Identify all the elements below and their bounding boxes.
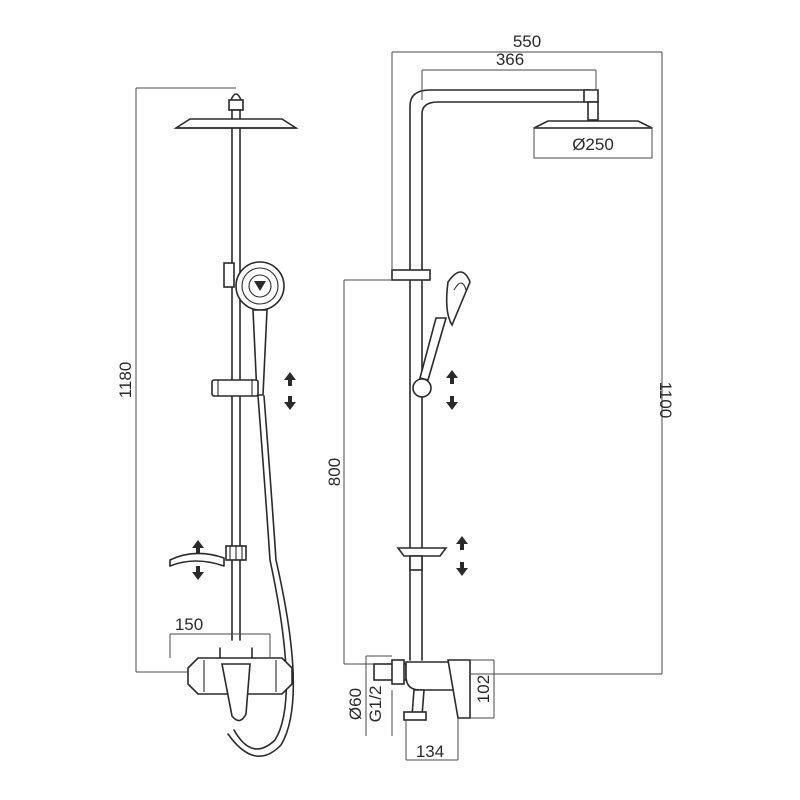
- side-upper-clip: [391, 269, 431, 281]
- front-adjust-arrows: [192, 372, 296, 580]
- side-overhead-shower-head: [533, 120, 653, 129]
- dim-base-connection: Ø60 G1/2: [346, 655, 393, 736]
- dim-outlet-height: 102: [470, 659, 495, 719]
- dim-550-label: 550: [513, 32, 541, 51]
- side-shelf: [396, 536, 468, 576]
- dim-bar-height: 1100: [470, 128, 675, 675]
- side-view: 550 366 Ø250 1100 800: [325, 32, 675, 761]
- dim-150-label: 150: [175, 615, 203, 634]
- side-mixer-body: [373, 659, 471, 721]
- dim-1180-label: 1180: [116, 362, 135, 399]
- dim-134-label: 134: [416, 742, 444, 761]
- dim-102-label: 102: [474, 675, 493, 703]
- side-hand-shower: [412, 271, 471, 410]
- front-hand-shower: [211, 261, 285, 397]
- dim-head-diameter: Ø250: [533, 127, 653, 159]
- front-mixer-body: [187, 647, 293, 722]
- side-shower-arm: [409, 89, 599, 661]
- front-overhead-shower-head: [173, 93, 299, 129]
- front-view: [169, 93, 299, 757]
- dim-mixer-width: 150: [169, 615, 271, 658]
- dim-1100-label: 1100: [656, 382, 675, 419]
- front-hose: [227, 395, 295, 757]
- dim-arm-reach: 550: [391, 32, 663, 270]
- dim-slider-height: 800: [325, 279, 392, 665]
- dim-250-label: Ø250: [572, 135, 614, 154]
- dim-366-label: 366: [496, 50, 524, 69]
- dim-total-height: 1180: [116, 87, 236, 673]
- dim-arm-inner: 366: [421, 50, 597, 100]
- front-slider-shelf: [169, 545, 247, 567]
- dim-outlet-depth: 134: [405, 718, 459, 761]
- dim-thread-label: G1/2: [366, 686, 385, 723]
- dim-800-label: 800: [325, 458, 344, 486]
- dim-60-label: Ø60: [346, 688, 365, 720]
